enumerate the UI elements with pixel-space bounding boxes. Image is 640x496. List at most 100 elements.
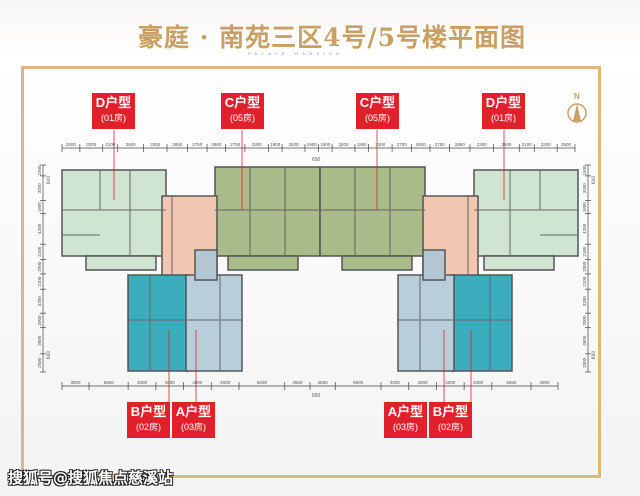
side-dimension-value: 3600 [582, 335, 587, 346]
unit-label-b-right[interactable]: B户型 (02房) [429, 402, 472, 438]
top-dimension-value: 3200 [338, 142, 349, 147]
top-dimension-value: 2600 [416, 142, 427, 147]
top-dimension-value: 1900 [320, 142, 331, 147]
stair-area [194, 249, 218, 281]
unit-label-a-left[interactable]: A户型 (03房) [172, 402, 215, 438]
side-offset-value: 600 [46, 351, 52, 360]
unit-c-area [341, 255, 413, 271]
unit-label-c-right[interactable]: C户型(05房) [356, 93, 399, 129]
side-dimension-value: 2100 [37, 276, 42, 287]
top-dimension-value: 3200 [86, 142, 97, 147]
top-dimension-value: 1900 [357, 142, 368, 147]
side-dimension-value: 3600 [37, 335, 42, 346]
top-dimension-value: 1900 [270, 142, 281, 147]
unit-a-area [185, 274, 243, 372]
unit-type: D户型 [95, 95, 132, 110]
unit-a-area [397, 274, 455, 372]
unit-type: C户型 [224, 95, 261, 110]
side-dimension-value: 2000 [37, 315, 42, 326]
unit-b-area [127, 274, 189, 372]
side-dimension-value: 2000 [37, 261, 42, 272]
page-title: 豪庭 · 南苑三区4号/5号楼平面图 [138, 23, 527, 52]
unit-label-d-right[interactable]: D户型(01房) [482, 93, 525, 129]
bottom-dimension-value: 6600 [353, 380, 364, 385]
bottom-dimension-value: 4000 [165, 380, 176, 385]
unit-label-d-left[interactable]: D户型 (01房) [92, 93, 135, 129]
stair-area [422, 249, 446, 281]
unit-c-area [227, 255, 299, 271]
top-dimension-value: 3300 [375, 142, 386, 147]
watermark: 搜狐号@搜狐焦点慈溪站 [8, 469, 174, 487]
side-dimension-value: 2000 [582, 261, 587, 272]
bottom-dimension-value: 3650 [318, 380, 329, 385]
side-dimension-value: 2100 [37, 246, 42, 257]
bottom-dimension-value: 3650 [292, 380, 303, 385]
bottom-dimension-value: 4000 [390, 380, 401, 385]
top-dimension-value: 3200 [541, 142, 552, 147]
unit-type: D户型 [485, 95, 522, 110]
bottom-dimension-value: 3900 [539, 380, 550, 385]
unit-d-area [85, 255, 157, 271]
unit-c-area [319, 166, 426, 257]
top-dimension-value: 3300 [477, 142, 488, 147]
unit-d-area [483, 255, 555, 271]
top-dimension-value: 2100 [105, 142, 116, 147]
side-dimension-value: 2000 [582, 315, 587, 326]
top-dimension-value: 2850 [172, 142, 183, 147]
side-dimension-value: 2500 [37, 357, 42, 368]
side-dimension-value: 3300 [37, 296, 42, 307]
side-dimension-value: 1500 [582, 165, 587, 176]
top-mid-dimension: 650 [312, 157, 321, 163]
bottom-dimension-value: 4000 [418, 380, 429, 385]
side-offset-value: 600 [591, 351, 597, 360]
bottom-dimension-value: 4000 [192, 380, 203, 385]
side-dimension-value: 2100 [582, 246, 587, 257]
top-dimension-value: 2100 [522, 142, 533, 147]
unit-type: A户型 [175, 404, 212, 419]
unit-room: (02房) [135, 422, 161, 432]
bottom-dimension-value: 5650 [506, 380, 517, 385]
unit-c-area [214, 166, 321, 257]
top-dimension-value: 2600 [211, 142, 222, 147]
top-dimension-value: 3200 [288, 142, 299, 147]
top-dimension-value: 2850 [455, 142, 466, 147]
unit-label-b-left[interactable]: B户型 (02房) [127, 402, 170, 438]
top-dimension-value: 2750 [435, 142, 446, 147]
unit-label-c-left[interactable]: C户型(05房) [221, 93, 264, 129]
bottom-dimension-value: 4000 [220, 380, 231, 385]
side-dimension-value: 1800 [582, 202, 587, 213]
bottom-dimension-value: 4000 [137, 380, 148, 385]
side-dimension-value: 3400 [582, 183, 587, 194]
top-dimension-value: 2500 [561, 142, 572, 147]
top-dimension-value: 2500 [66, 142, 77, 147]
unit-type: B户型 [432, 404, 469, 419]
bottom-dimension-value: 4000 [445, 380, 456, 385]
top-dimension-value: 3300 [252, 142, 263, 147]
top-dimension-value: 1900 [307, 142, 318, 147]
unit-room: (02房) [437, 422, 463, 432]
side-dimension-value: 1800 [37, 202, 42, 213]
bottom-dimension-value: 4000 [473, 380, 484, 385]
top-dimension-value: 3600 [501, 142, 512, 147]
unit-room: (01房) [100, 113, 126, 123]
side-dimension-value: 4200 [37, 223, 42, 234]
top-dimension-value: 2750 [192, 142, 203, 147]
side-dimension-value: 1500 [37, 165, 42, 176]
side-dimension-value: 2500 [582, 357, 587, 368]
compass-needle-icon [573, 104, 581, 121]
unit-label-a-right[interactable]: A户型 (03房) [384, 402, 427, 438]
unit-type: A户型 [387, 404, 424, 419]
unit-room: (03房) [180, 422, 206, 432]
side-offset-value: 600 [46, 176, 52, 185]
side-dimension-value: 2100 [582, 276, 587, 287]
side-offset-value: 600 [591, 176, 597, 185]
unit-room: (03房) [392, 422, 418, 432]
side-dimension-value: 3300 [582, 296, 587, 307]
top-dimension-value: 3300 [150, 142, 161, 147]
unit-type: C户型 [359, 95, 396, 110]
top-dimension-value: 3600 [126, 142, 137, 147]
unit-type: B户型 [130, 404, 167, 419]
side-dimension-value: 4200 [582, 223, 587, 234]
bottom-dimension-value: 5650 [104, 380, 115, 385]
